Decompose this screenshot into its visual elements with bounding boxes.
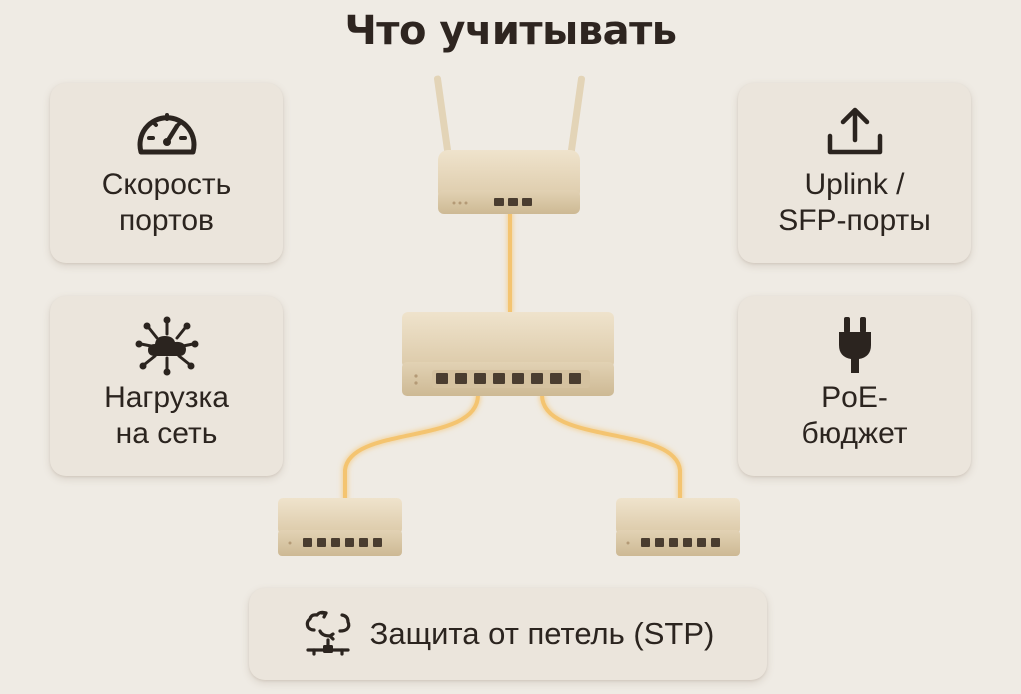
card-port-speed-label: Скорость портов: [101, 168, 232, 237]
upload-icon: [825, 101, 885, 163]
cable-switch-right: [540, 393, 682, 502]
card-loop-protection: Защита от петель (STP): [249, 588, 767, 680]
loop-protection-icon: [302, 610, 354, 658]
card-network-load-label: Нагрузка на сеть: [104, 381, 229, 450]
card-uplink-sfp: Uplink / SFP-порты: [738, 83, 971, 263]
main-switch: [402, 312, 614, 396]
card-poe-budget-label: PoE- бюджет: [801, 381, 908, 450]
card-poe-budget: PoE- бюджет: [738, 296, 971, 476]
card-port-speed: Скорость портов: [50, 83, 283, 263]
page-title: Что учитывать: [344, 8, 677, 54]
card-uplink-sfp-label: Uplink / SFP-порты: [778, 168, 931, 237]
right-switch: [616, 498, 740, 556]
left-switch: [278, 498, 402, 556]
speedometer-icon: [135, 101, 199, 163]
plug-icon: [835, 314, 875, 376]
cables: [343, 210, 682, 502]
router: [433, 75, 586, 214]
card-network-load: Нагрузка на сеть: [50, 296, 283, 476]
card-loop-protection-label: Защита от петель (STP): [369, 616, 715, 651]
network-cloud-icon: [135, 314, 199, 376]
cable-switch-left: [343, 393, 480, 502]
